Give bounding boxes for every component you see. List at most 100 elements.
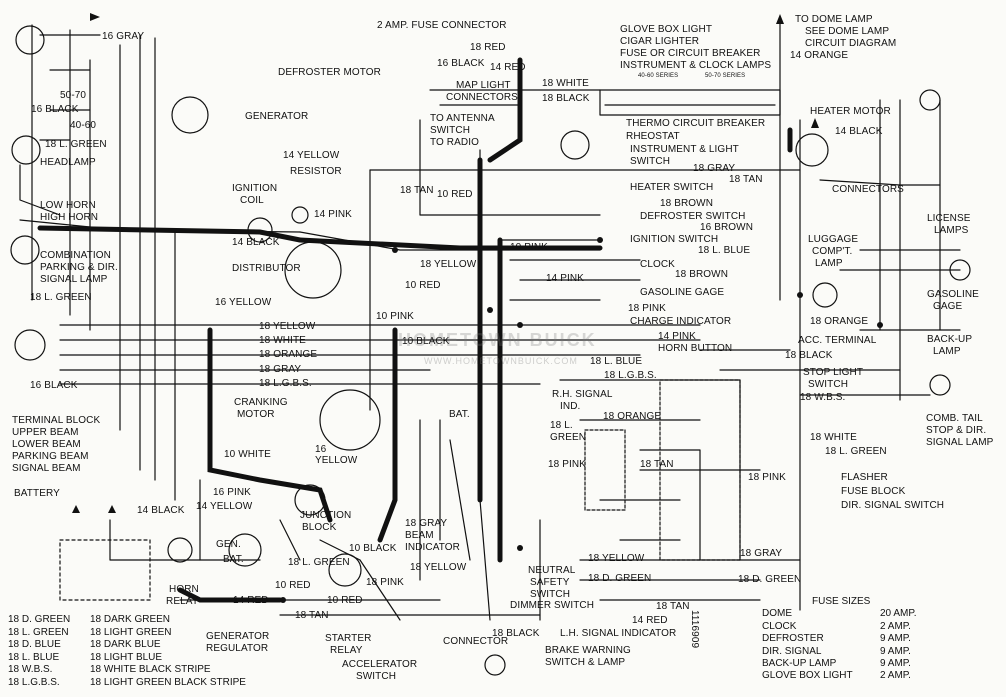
wire-label: 18 L. GREEN: [825, 446, 887, 457]
wire-label: 18 YELLOW: [420, 259, 477, 270]
component-label: ACCELERATOR: [342, 659, 418, 670]
component-label: GENERATOR: [245, 111, 309, 122]
wire-label: 18 GRAY: [405, 518, 448, 529]
component-label: HIGH HORN: [40, 212, 99, 223]
wire-label: 18 GRAY: [740, 548, 783, 559]
wire-label: 40-60: [70, 120, 97, 131]
component-label: COIL: [240, 195, 264, 206]
component-label: SWITCH: [530, 589, 571, 600]
wire-label: 18 D. GREEN: [738, 574, 802, 585]
component-label: HORN BUTTON: [658, 343, 733, 354]
component-label: CIRCUIT DIAGRAM: [805, 38, 897, 49]
component-label: DISTRIBUTOR: [232, 263, 301, 274]
component-label: GENERATOR: [206, 631, 270, 642]
fuse-amp: 9 AMP.: [880, 645, 911, 657]
wire-label: 18 TAN: [640, 459, 674, 470]
component-label: CONNECTORS: [832, 184, 904, 195]
component-label: GASOLINE GAGE: [640, 287, 725, 298]
component-label: DEFROSTER SWITCH: [640, 211, 746, 222]
legend-code: 18 D. GREEN: [8, 614, 71, 625]
wire-label: 18 ORANGE: [810, 316, 869, 327]
wire-label: 14 PINK: [658, 331, 696, 342]
component-label: COMP'T.: [812, 246, 853, 257]
fuse-amp: 9 AMP.: [880, 633, 911, 645]
component-label: STOP & DIR.: [926, 425, 987, 436]
wire-label: 10 WHITE: [224, 449, 271, 460]
component-label: TO DOME LAMP: [795, 14, 873, 25]
component-label: IND.: [560, 401, 581, 412]
series-label: 50-70 SERIES: [705, 73, 746, 79]
wire-label: 18 PINK: [748, 472, 786, 483]
component-label: 2 AMP. FUSE CONNECTOR: [377, 20, 507, 31]
watermark-url: WWW.HOMETOWNBUICK.COM: [424, 356, 578, 366]
component-label: BAT.: [449, 409, 470, 420]
component-label: BATTERY: [14, 488, 60, 499]
wire-label: 10 PINK: [376, 311, 414, 322]
wire-label: 16 BLACK: [30, 380, 78, 391]
legend-meaning: 18 DARK GREEN: [90, 614, 171, 625]
component-label: DEFROSTER MOTOR: [278, 67, 381, 78]
component-label: COMB. TAIL: [926, 413, 983, 424]
wire-label: 14 RED: [490, 62, 526, 73]
wire-label: 16: [315, 444, 327, 455]
component-label: NEUTRAL: [528, 565, 576, 576]
series-label: 40-60 SERIES: [638, 73, 679, 79]
component-label: HEATER MOTOR: [810, 106, 891, 117]
component-label: FUSE OR CIRCUIT BREAKER: [620, 48, 761, 59]
legend-meaning: 18 DARK BLUE: [90, 639, 161, 651]
component-label: BACK-UP: [927, 334, 973, 345]
component-label: BLOCK: [302, 522, 337, 533]
component-label: LAMP: [933, 346, 961, 357]
component-label: L.H. SIGNAL INDICATOR: [560, 628, 677, 639]
legend-code: 18 L. GREEN: [8, 626, 69, 638]
component-label: SEE DOME LAMP: [805, 26, 890, 37]
component-label: IGNITION: [232, 183, 278, 194]
component-label: RELAY: [330, 645, 363, 656]
wire-label: 10 RED: [437, 189, 473, 200]
fuse-name: BACK-UP LAMP: [762, 658, 837, 670]
terminal-block-label: PARKING BEAM: [12, 451, 89, 462]
component-label: FLASHER: [841, 472, 888, 483]
component-label: TO ANTENNA: [430, 113, 495, 124]
wire-label: 18 ORANGE: [259, 349, 318, 360]
wire-label: 16 BLACK: [31, 104, 79, 115]
component-label: STARTER: [325, 633, 372, 644]
part-number: 1116909: [689, 610, 700, 649]
component-label: LUGGAGE: [808, 234, 859, 245]
wire-label: 10 PINK: [510, 242, 548, 253]
component-label: MAP LIGHT: [456, 80, 511, 91]
wire-label: 18 L. BLUE: [590, 356, 643, 367]
terminal-label: BAT.: [223, 554, 244, 565]
legend-row: 18 W.B.S.18 WHITE BLACK STRIPE: [8, 664, 246, 677]
wire-label: YELLOW: [315, 455, 358, 466]
legend-meaning: 18 WHITE BLACK STRIPE: [90, 664, 211, 676]
wire-label: 18 PINK: [628, 303, 666, 314]
wire-label: 18 L.: [550, 420, 573, 431]
component-label: PARKING & DIR.: [40, 262, 118, 273]
component-label: MOTOR: [237, 409, 275, 420]
legend-row: 18 D. GREEN 18 DARK GREEN: [8, 614, 246, 627]
component-label: COMBINATION: [40, 250, 111, 261]
wire-label: 18 D. GREEN: [588, 573, 652, 584]
legend-meaning: 18 LIGHT BLUE: [90, 651, 163, 663]
wire-label: 14 YELLOW: [283, 150, 340, 161]
component-label: TO RADIO: [430, 137, 479, 148]
watermark: HOMETOWN BUICK: [398, 330, 597, 350]
wire-label: 10 RED: [327, 595, 363, 606]
fuse-amp: 20 AMP.: [880, 608, 917, 620]
wire-label: 10 RED: [275, 580, 311, 591]
wire-label: 18 TAN: [656, 601, 690, 612]
fuse-sizes-title: FUSE SIZES: [812, 596, 871, 607]
wire-label: 16 BLACK: [437, 58, 485, 69]
component-label: RHEOSTAT: [626, 131, 680, 142]
wire-label: 18 YELLOW: [588, 553, 645, 564]
component-label: SWITCH: [430, 125, 471, 136]
wire-label: 18 BLACK: [785, 350, 833, 361]
component-label: SIGNAL LAMP: [926, 437, 994, 448]
component-label: CRANKING: [234, 397, 288, 408]
wire-label: 14 BLACK: [137, 505, 185, 516]
component-label: R.H. SIGNAL: [552, 389, 613, 400]
